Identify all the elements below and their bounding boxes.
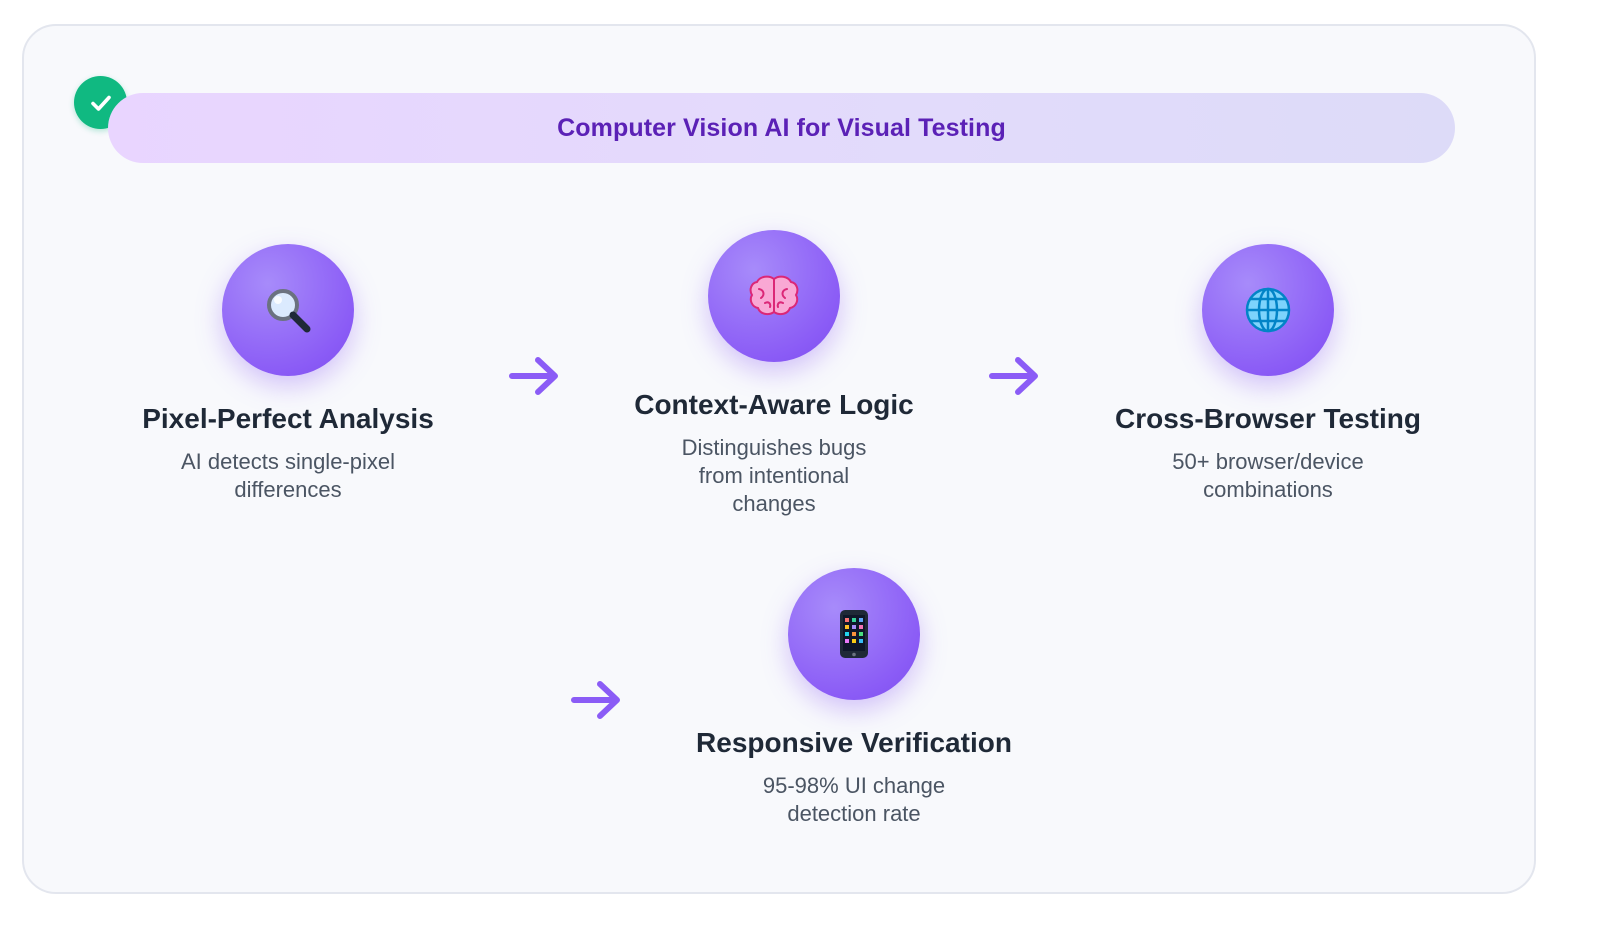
arrow-right-icon bbox=[571, 681, 620, 719]
globe-icon bbox=[1245, 287, 1291, 333]
arrow-right-icon bbox=[509, 357, 558, 395]
magnifying-glass-icon bbox=[267, 289, 311, 333]
step-icon-circle bbox=[1202, 244, 1334, 376]
checkmark-glyph bbox=[90, 95, 111, 111]
step-description: AI detects single-pixel differences bbox=[181, 449, 395, 502]
step-title: Pixel-Perfect Analysis bbox=[142, 403, 434, 434]
step-description: Distinguishes bugs from intentional chan… bbox=[681, 435, 867, 516]
step-responsive-verification: Responsive Verification 95-98% UI change… bbox=[674, 568, 1034, 828]
diagram-title: Computer Vision AI for Visual Testing bbox=[557, 113, 1006, 142]
step-icon-circle bbox=[788, 568, 920, 700]
mobile-phone-icon bbox=[840, 610, 868, 658]
step-title: Cross-Browser Testing bbox=[1115, 403, 1421, 434]
diagram-card bbox=[22, 24, 1536, 894]
step-icon-circle bbox=[222, 244, 354, 376]
arrow-right-icon bbox=[989, 357, 1038, 395]
step-title: Context-Aware Logic bbox=[634, 389, 914, 420]
step-description: 95-98% UI change detection rate bbox=[762, 773, 946, 826]
step-description: 50+ browser/device combinations bbox=[1172, 449, 1364, 502]
step-cross-browser-testing: Cross-Browser Testing 50+ browser/device… bbox=[1088, 244, 1448, 504]
step-title: Responsive Verification bbox=[696, 727, 1012, 758]
step-context-aware-logic: Context-Aware Logic Distinguishes bugs f… bbox=[594, 230, 954, 518]
title-banner: Computer Vision AI for Visual Testing bbox=[108, 93, 1455, 163]
brain-icon bbox=[749, 275, 799, 316]
step-pixel-perfect-analysis: Pixel-Perfect Analysis AI detects single… bbox=[108, 244, 468, 504]
step-icon-circle bbox=[708, 230, 840, 362]
